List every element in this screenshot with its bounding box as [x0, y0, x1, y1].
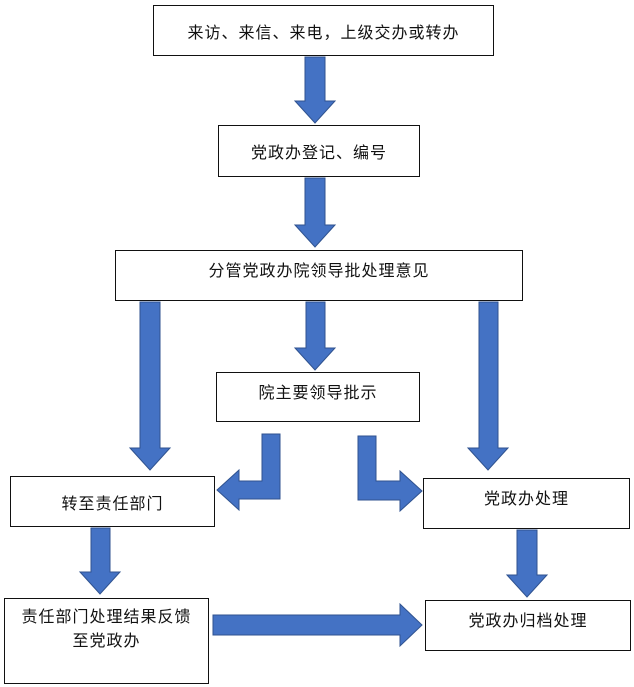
arrow-chief-to-office — [357, 435, 423, 513]
node-register: 党政办登记、编号 — [218, 125, 420, 177]
node-office-handle: 党政办处理 — [423, 478, 630, 529]
arrow-intake-to-register — [293, 56, 337, 124]
node-dept-feedback: 责任部门处理结果反馈至党政办 — [4, 598, 209, 684]
arrow-opinion-to-transfer — [128, 301, 172, 471]
arrow-feedback-to-archive — [212, 602, 423, 648]
arrow-chief-to-transfer — [216, 433, 281, 512]
arrow-register-to-opinion — [293, 177, 337, 248]
node-archive: 党政办归档处理 — [425, 600, 631, 651]
node-leader-opinion: 分管党政办院领导批处理意见 — [115, 250, 523, 301]
arrow-office-to-archive — [505, 529, 549, 598]
node-chief-leader: 院主要领导批示 — [216, 372, 420, 422]
node-transfer-dept: 转至责任部门 — [10, 476, 215, 527]
arrow-opinion-to-office — [466, 301, 510, 471]
node-intake: 来访、来信、来电，上级交办或转办 — [153, 5, 494, 56]
arrow-opinion-to-chief — [293, 301, 337, 371]
arrow-transfer-to-feedback — [78, 527, 122, 595]
